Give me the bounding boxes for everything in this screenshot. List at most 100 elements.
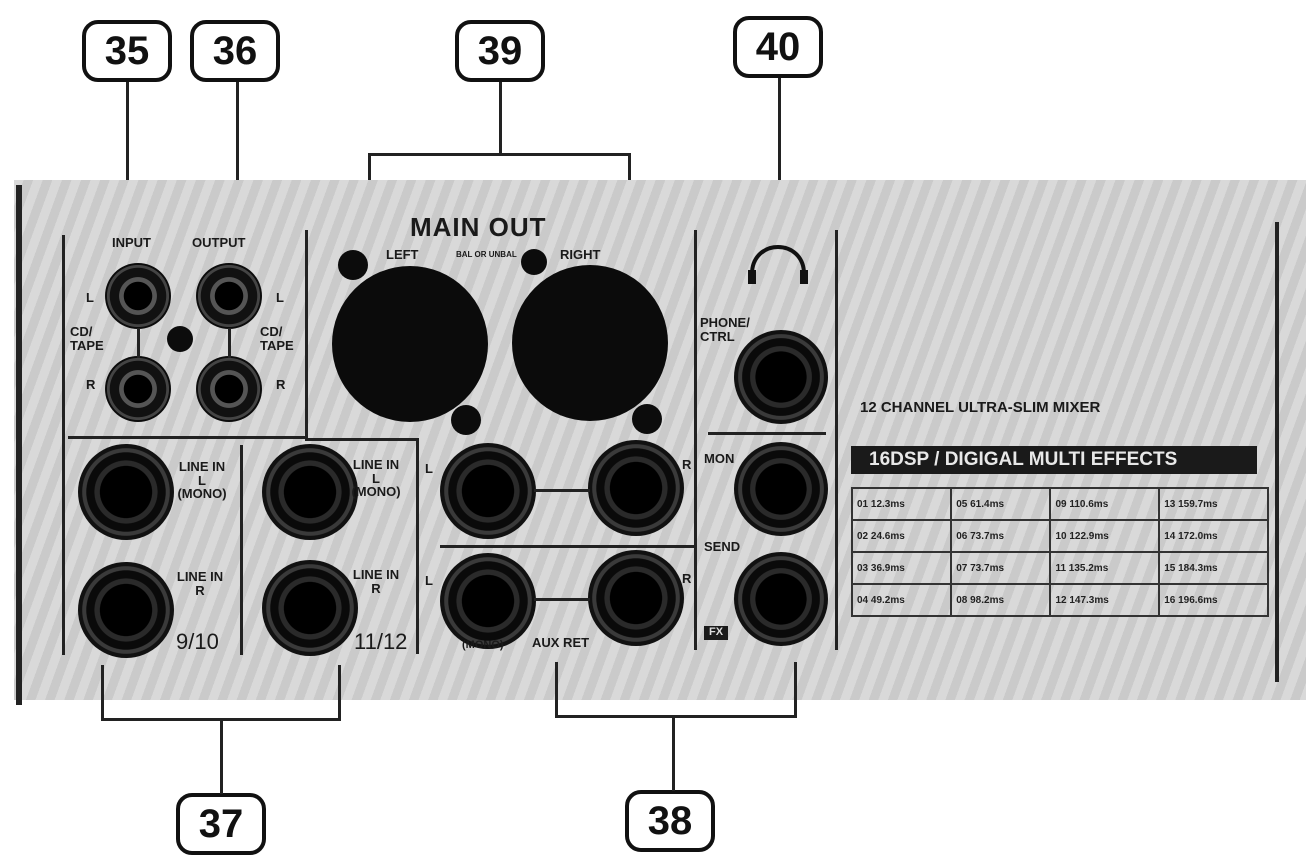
callout-35: 35: [82, 20, 172, 82]
leader-37: [220, 718, 223, 794]
divider-7: [694, 230, 697, 650]
table-cell: 14 172.0ms: [1158, 519, 1269, 553]
label-ch-9-10: 9/10: [176, 629, 219, 654]
table-cell: 05 61.4ms: [950, 487, 1052, 521]
table-cell: 08 98.2ms: [950, 583, 1052, 617]
label-l-aux: L: [425, 573, 433, 588]
label-line-in-r-9-10: LINE IN R: [176, 569, 224, 598]
jack-line-in-l-11-12[interactable]: [262, 444, 358, 540]
jack-main-out-l[interactable]: [440, 443, 536, 539]
divider-6: [440, 545, 695, 548]
divider-8: [835, 230, 838, 650]
jack-link-main: [534, 489, 590, 492]
rca-link-left: [137, 328, 140, 358]
panel-edge-left: [16, 185, 22, 705]
jack-line-in-r-9-10[interactable]: [78, 562, 174, 658]
bracket-38-left: [555, 662, 558, 718]
table-cell: 16 196.6ms: [1158, 583, 1269, 617]
jack-line-in-r-11-12[interactable]: [262, 560, 358, 656]
table-cell: 10 122.9ms: [1049, 519, 1161, 553]
rca-output-r[interactable]: [196, 356, 262, 422]
leader-35: [126, 82, 129, 182]
divider-1: [62, 235, 65, 655]
callout-40: 40: [733, 16, 823, 78]
table-cell: 06 73.7ms: [950, 519, 1052, 553]
label-r-left: R: [86, 377, 96, 392]
divider-5: [416, 438, 419, 654]
screw-hole: [451, 405, 481, 435]
table-cell: 02 24.6ms: [850, 519, 953, 553]
table-cell: 07 73.7ms: [950, 551, 1052, 585]
jack-phones[interactable]: [734, 330, 828, 424]
label-ch-11-12: 11/12: [354, 629, 408, 654]
label-r-main: R: [682, 457, 692, 472]
xlr-main-out-left[interactable]: [332, 266, 488, 422]
label-cd-tape-right: CD/ TAPE: [260, 324, 294, 353]
table-cell: 09 110.6ms: [1049, 487, 1161, 521]
rca-output-l[interactable]: [196, 263, 262, 329]
rca-input-l[interactable]: [105, 263, 171, 329]
bracket-39: [368, 153, 630, 156]
leader-40: [778, 78, 781, 183]
table-cell: 01 12.3ms: [850, 487, 953, 521]
bracket-38: [555, 715, 797, 718]
label-cd-tape-left: CD/ TAPE: [70, 324, 104, 353]
callout-38: 38: [625, 790, 715, 852]
label-mono-aux: (MONO): [462, 639, 504, 651]
label-l-left: L: [86, 290, 94, 305]
jack-aux-ret-l[interactable]: [440, 553, 536, 649]
jack-mon[interactable]: [734, 442, 828, 536]
bracket-37-right: [338, 665, 341, 721]
callout-37: 37: [176, 793, 266, 855]
jack-aux-ret-r[interactable]: [588, 550, 684, 646]
table-cell: 03 36.9ms: [850, 551, 953, 585]
xlr-main-out-right[interactable]: [512, 265, 668, 421]
jack-main-out-r[interactable]: [588, 440, 684, 536]
jack-line-in-l-9-10[interactable]: [78, 444, 174, 540]
rca-link-right: [228, 328, 231, 358]
leader-38: [672, 715, 675, 791]
label-send: SEND: [704, 539, 741, 554]
label-line-in-l-9-10: LINE IN L (MONO): [177, 459, 227, 502]
label-phone-ctrl: PHONE/ CTRL: [700, 315, 750, 344]
label-fx: FX: [704, 626, 729, 640]
label-r-right: R: [276, 377, 286, 392]
panel-edge-right: [1275, 222, 1279, 682]
table-cell: 11 135.2ms: [1049, 551, 1161, 585]
divider-3: [68, 436, 308, 439]
label-mixer-title: 12 CHANNEL ULTRA-SLIM MIXER: [860, 399, 1101, 416]
screw-hole: [521, 249, 547, 275]
label-right: RIGHT: [560, 247, 601, 262]
divider-4: [240, 445, 243, 655]
label-l-right: L: [276, 290, 284, 305]
table-cell: 13 159.7ms: [1158, 487, 1269, 521]
label-mon: MON: [704, 451, 735, 466]
rca-input-r[interactable]: [105, 356, 171, 422]
label-line-in-r-11-12: LINE IN R: [352, 567, 400, 596]
screw-hole: [167, 326, 193, 352]
jack-fx-send[interactable]: [734, 552, 828, 646]
bracket-37-left: [101, 665, 104, 721]
table-cell: 04 49.2ms: [850, 583, 953, 617]
screw-hole: [632, 404, 662, 434]
divider-2: [305, 230, 308, 440]
label-main-out: MAIN OUT: [410, 212, 547, 242]
label-left: LEFT: [386, 247, 419, 262]
leader-39-stem: [499, 82, 502, 154]
bracket-38-right: [794, 662, 797, 718]
label-bal-unbal: BAL OR UNBAL: [456, 250, 517, 259]
label-line-in-l-11-12: LINE IN L (MONO): [351, 457, 401, 500]
callout-36: 36: [190, 20, 280, 82]
label-l-main: L: [425, 461, 433, 476]
label-aux-ret: AUX RET: [532, 635, 590, 650]
divider-3b: [305, 438, 417, 441]
label-output: OUTPUT: [192, 235, 246, 250]
label-input: INPUT: [112, 235, 151, 250]
table-cell: 15 184.3ms: [1158, 551, 1269, 585]
divider-9: [708, 432, 826, 435]
